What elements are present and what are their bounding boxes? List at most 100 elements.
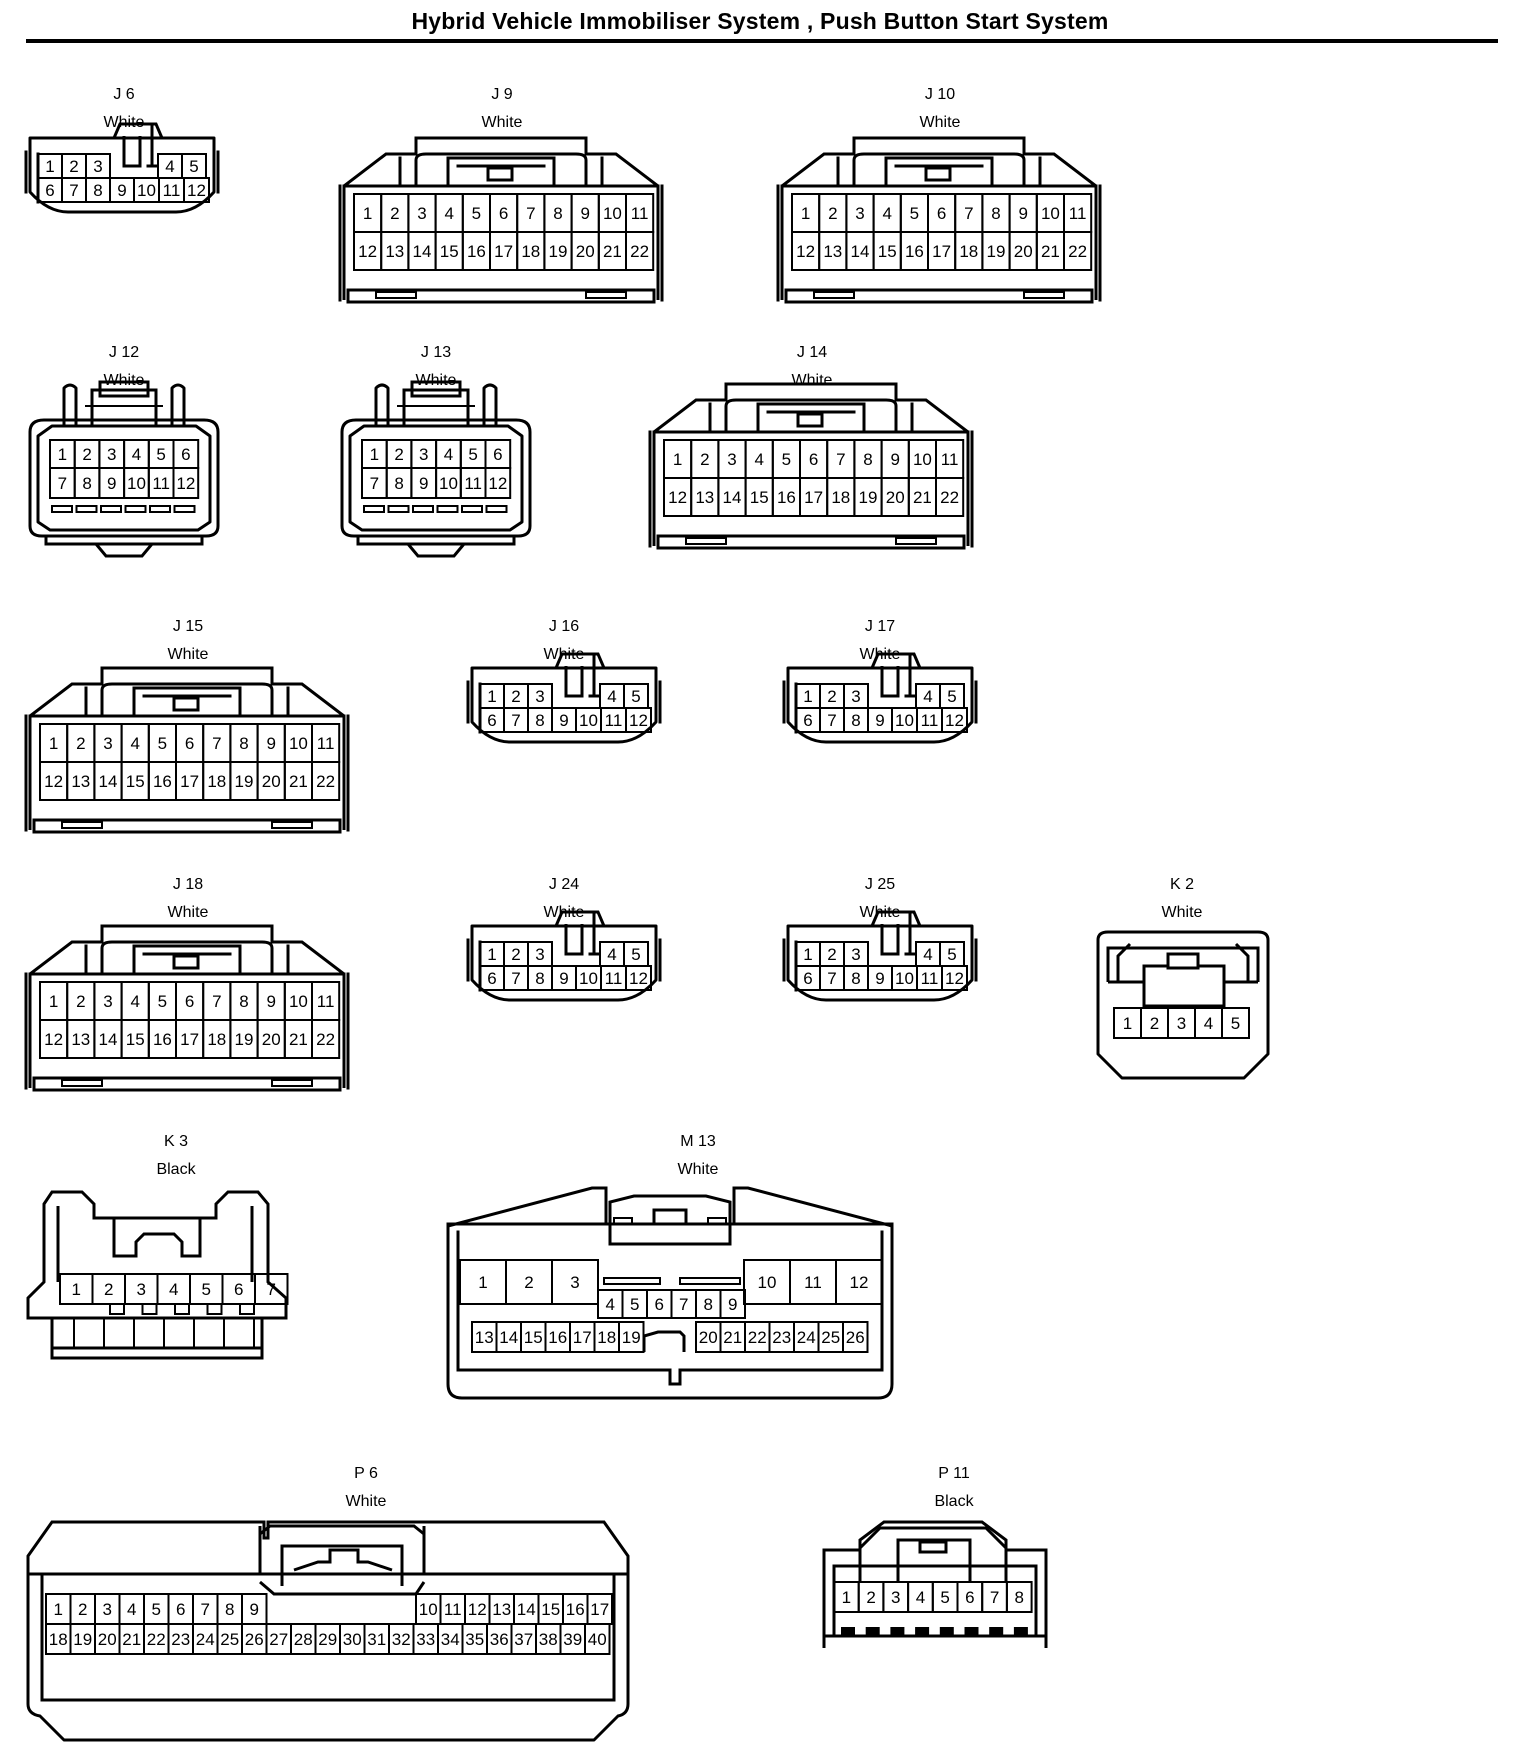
pin-number: 19	[622, 1328, 641, 1347]
pin-number: 7	[827, 969, 836, 988]
pin-number: 2	[78, 1600, 87, 1619]
pin-number: 1	[803, 945, 812, 964]
pin-number: 4	[607, 945, 616, 964]
pin-number: 11	[317, 992, 335, 1011]
connector-id: J 14	[797, 344, 827, 361]
pin-number: 6	[493, 445, 502, 464]
connector-color: Black	[934, 1493, 974, 1510]
pin-number: 35	[465, 1630, 484, 1649]
pin-number: 11	[163, 181, 181, 200]
pin-number: 1	[363, 204, 372, 223]
pin-number: 18	[521, 242, 540, 261]
pin-number: 15	[878, 242, 897, 261]
pin-number: 23	[171, 1630, 190, 1649]
pin-number: 1	[801, 204, 810, 223]
pin-number: 10	[439, 474, 458, 493]
pin-number: 12	[488, 474, 507, 493]
pin-number: 15	[126, 772, 145, 791]
pin-number: 10	[579, 969, 598, 988]
connector-id: P 11	[938, 1465, 970, 1482]
pin-number: 12	[945, 969, 964, 988]
connector-color: White	[168, 646, 209, 663]
connector-id: J 6	[113, 86, 134, 103]
pin-number: 6	[965, 1588, 974, 1607]
pin-number: 1	[842, 1588, 851, 1607]
pin-number: 12	[358, 242, 377, 261]
pin-number: 5	[631, 687, 640, 706]
pin-number: 12	[668, 488, 687, 507]
pin-number: 6	[655, 1295, 664, 1314]
pin-number: 4	[444, 445, 453, 464]
pin-number: 7	[526, 204, 535, 223]
pin-number: 21	[603, 242, 622, 261]
pin-number: 33	[416, 1630, 435, 1649]
pin-number: 3	[93, 157, 102, 176]
pin-number: 4	[607, 687, 616, 706]
pin-number: 1	[58, 445, 67, 464]
pin-number: 3	[419, 445, 428, 464]
pin-number: 13	[385, 242, 404, 261]
pin-number: 20	[98, 1630, 117, 1649]
pin-number: 14	[517, 1600, 536, 1619]
pin-number: 2	[827, 945, 836, 964]
pin-number: 13	[492, 1600, 511, 1619]
pin-number: 4	[132, 445, 141, 464]
pin-number: 34	[441, 1630, 460, 1649]
pin-number: 26	[846, 1328, 865, 1347]
pin-number: 9	[266, 992, 275, 1011]
pin-number: 1	[49, 992, 58, 1011]
pin-number: 18	[597, 1328, 616, 1347]
pin-number: 5	[940, 1588, 949, 1607]
pin-number: 5	[152, 1600, 161, 1619]
pin-number: 17	[180, 772, 199, 791]
pin-number: 40	[588, 1630, 607, 1649]
pin-number: 1	[803, 687, 812, 706]
pin-number: 22	[1068, 242, 1087, 261]
pin-number: 3	[727, 450, 736, 469]
pin-number: 2	[76, 734, 85, 753]
pin-number: 6	[499, 204, 508, 223]
pin-number: 18	[207, 772, 226, 791]
pin-number: 16	[777, 488, 796, 507]
pin-number: 12	[44, 772, 63, 791]
pin-number: 9	[117, 181, 126, 200]
pin-number: 14	[99, 1030, 118, 1049]
pin-number: 2	[76, 992, 85, 1011]
connector-id: M 13	[680, 1133, 716, 1150]
pin-number: 3	[103, 1600, 112, 1619]
pin-number: 8	[225, 1600, 234, 1619]
pin-number: 6	[809, 450, 818, 469]
pin-number: 12	[468, 1600, 487, 1619]
pin-number: 20	[262, 772, 281, 791]
pin-number: 12	[945, 711, 964, 730]
pin-number: 4	[169, 1280, 178, 1299]
pin-number: 17	[180, 1030, 199, 1049]
pin-number: 19	[235, 1030, 254, 1049]
pin-number: 22	[316, 1030, 335, 1049]
pin-number: 27	[269, 1630, 288, 1649]
pin-number: 7	[267, 1280, 276, 1299]
pin-number: 5	[910, 204, 919, 223]
pin-number: 16	[153, 772, 172, 791]
pin-number: 17	[932, 242, 951, 261]
pin-number: 3	[107, 445, 116, 464]
pin-number: 3	[1177, 1014, 1186, 1033]
connector-id: J 16	[549, 618, 579, 635]
pin-number: 4	[130, 992, 139, 1011]
pin-number: 36	[490, 1630, 509, 1649]
connector-id: K 2	[1170, 876, 1194, 893]
pin-number: 12	[44, 1030, 63, 1049]
connector-id: J 17	[865, 618, 895, 635]
